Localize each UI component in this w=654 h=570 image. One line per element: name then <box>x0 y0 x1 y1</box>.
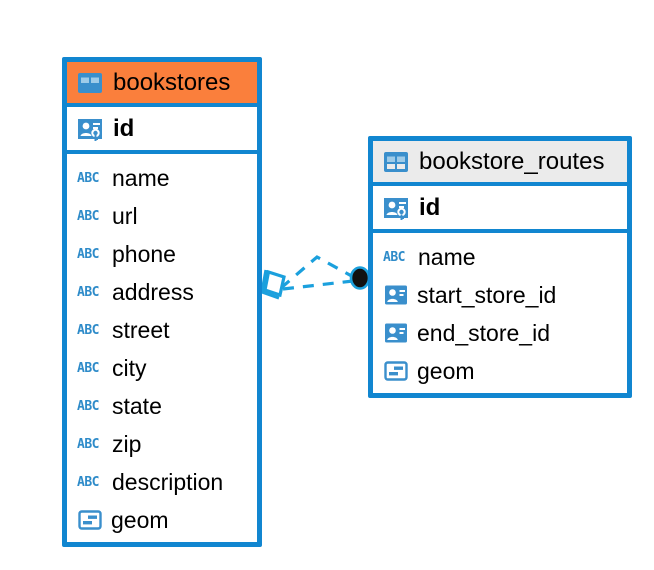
field-row-street[interactable]: ABC street <box>67 311 257 349</box>
table-icon <box>76 69 104 97</box>
field-row-name[interactable]: ABC name <box>373 238 627 276</box>
field-row-start-store-id[interactable]: start_store_id <box>373 276 627 314</box>
field-label: end_store_id <box>417 319 550 346</box>
entity-title: bookstore_routes <box>419 147 605 175</box>
field-list-bookstores: ABC name ABC url ABC phone ABC address A… <box>67 154 257 543</box>
field-label: url <box>112 202 138 229</box>
field-row-name[interactable]: ABC name <box>67 159 257 197</box>
geometry-icon <box>77 507 103 533</box>
field-label: city <box>112 354 147 381</box>
abc-text-icon: ABC <box>383 249 405 265</box>
field-row-id[interactable]: id <box>67 107 257 154</box>
field-list-bookstore-routes: ABC name start_store_id <box>373 233 627 394</box>
abc-text-icon: ABC <box>77 246 99 262</box>
field-row-city[interactable]: ABC city <box>67 349 257 387</box>
abc-text-icon: ABC <box>77 284 99 300</box>
primary-key-icon <box>76 115 104 143</box>
foreign-key-icon <box>383 282 409 308</box>
field-row-address[interactable]: ABC address <box>67 273 257 311</box>
entity-header-bookstore-routes[interactable]: bookstore_routes <box>373 141 627 186</box>
entity-table-bookstore-routes[interactable]: bookstore_routes id ABC name <box>368 136 632 398</box>
field-label: street <box>112 316 170 343</box>
entity-header-bookstores[interactable]: bookstores <box>67 62 257 107</box>
geometry-icon <box>383 358 409 384</box>
field-row-state[interactable]: ABC state <box>67 387 257 425</box>
rhombus-marker <box>260 269 286 300</box>
field-row-url[interactable]: ABC url <box>67 197 257 235</box>
field-label: name <box>418 243 476 270</box>
abc-text-icon: ABC <box>77 474 99 490</box>
field-row-end-store-id[interactable]: end_store_id <box>373 314 627 352</box>
field-row-description[interactable]: ABC description <box>67 463 257 501</box>
field-label: address <box>112 278 194 305</box>
relationship-line-arc <box>279 255 358 290</box>
table-icon <box>382 148 410 176</box>
field-label: id <box>419 193 441 221</box>
entity-table-bookstores[interactable]: bookstores id ABC <box>62 57 262 547</box>
entity-title: bookstores <box>113 68 231 96</box>
field-label: description <box>112 468 224 495</box>
filled-dot-marker <box>349 266 371 290</box>
abc-text-icon: ABC <box>77 398 99 414</box>
abc-text-icon: ABC <box>77 322 99 338</box>
field-row-phone[interactable]: ABC phone <box>67 235 257 273</box>
abc-text-icon: ABC <box>77 208 99 224</box>
abc-text-icon: ABC <box>77 436 99 452</box>
field-label: geom <box>417 357 475 384</box>
field-label: geom <box>111 506 169 533</box>
primary-key-icon <box>382 194 410 222</box>
relationship-line-straight <box>282 279 354 291</box>
field-row-id[interactable]: id <box>373 186 627 233</box>
abc-text-icon: ABC <box>77 360 99 376</box>
field-label: zip <box>112 430 142 457</box>
field-label: start_store_id <box>417 281 557 308</box>
field-row-geom[interactable]: geom <box>67 501 257 539</box>
field-row-zip[interactable]: ABC zip <box>67 425 257 463</box>
abc-text-icon: ABC <box>77 170 99 186</box>
field-row-geom[interactable]: geom <box>373 352 627 390</box>
field-label: state <box>112 392 162 419</box>
field-label: name <box>112 164 170 191</box>
field-label: id <box>113 114 135 142</box>
foreign-key-icon <box>383 320 409 346</box>
field-label: phone <box>112 240 176 267</box>
